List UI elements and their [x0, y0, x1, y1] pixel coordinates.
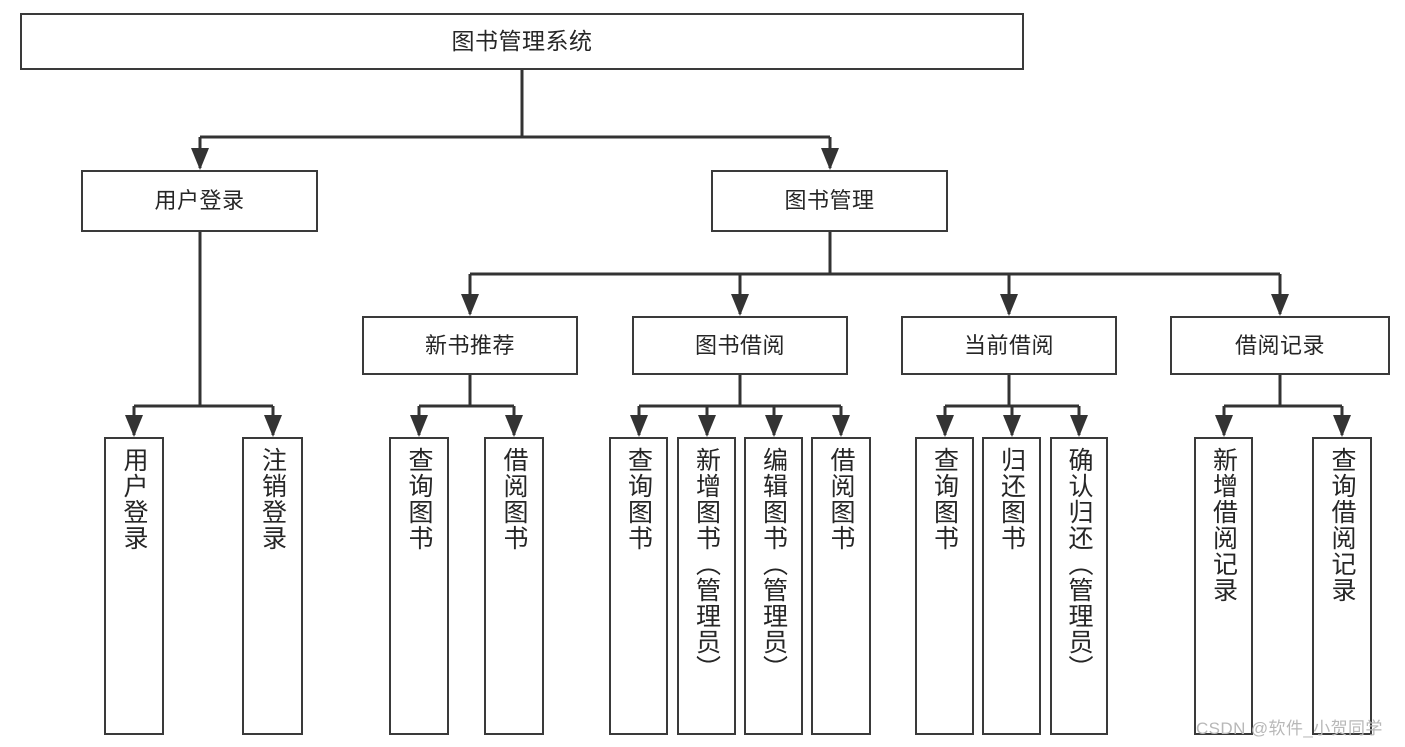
arrowhead-icon — [264, 415, 282, 437]
node-root[interactable]: 图书管理系统 — [20, 13, 1024, 70]
node-label: 用户登录 — [154, 188, 245, 214]
node-label: 图书管理系统 — [451, 27, 593, 54]
node-current-borrow[interactable]: 当前借阅 — [901, 316, 1117, 375]
arrowhead-icon — [410, 415, 428, 437]
node-label: 新书推荐 — [424, 332, 515, 358]
node-leaf-bb-query[interactable]: 查询图书 — [609, 437, 668, 735]
node-leaf-user-login[interactable]: 用户登录 — [104, 437, 164, 735]
node-leaf-bb-add[interactable]: 新增图书（管理员） — [677, 437, 736, 735]
arrowhead-icon — [731, 294, 749, 316]
node-label: 图书借阅 — [694, 332, 785, 358]
node-new-book-rec[interactable]: 新书推荐 — [362, 316, 578, 375]
node-label: 查询图书 — [405, 447, 433, 551]
node-leaf-bb-edit[interactable]: 编辑图书（管理员） — [744, 437, 803, 735]
node-label: 查询图书 — [930, 447, 959, 551]
node-label: 归还图书 — [997, 447, 1026, 551]
node-book-borrow[interactable]: 图书借阅 — [632, 316, 848, 375]
node-leaf-cb-confirm[interactable]: 确认归还（管理员） — [1050, 437, 1108, 735]
node-label: 编辑图书（管理员） — [759, 447, 788, 681]
node-label: 借阅图书 — [827, 447, 855, 551]
arrowhead-icon — [461, 294, 479, 316]
arrowhead-icon — [765, 415, 783, 437]
node-label: 借阅记录 — [1234, 332, 1325, 358]
watermark: CSDN @软件_小贺同学 — [1196, 719, 1383, 738]
node-leaf-cb-return[interactable]: 归还图书 — [982, 437, 1041, 735]
node-label: 注销登录 — [258, 447, 287, 551]
arrowhead-icon — [1271, 294, 1289, 316]
arrowhead-icon — [125, 415, 143, 437]
arrowhead-icon — [821, 148, 839, 170]
node-leaf-nb-borrow[interactable]: 借阅图书 — [484, 437, 544, 735]
node-label: 用户登录 — [120, 447, 148, 551]
node-label: 图书管理 — [784, 188, 875, 214]
node-leaf-br-query[interactable]: 查询借阅记录 — [1312, 437, 1372, 735]
arrowhead-icon — [1215, 415, 1233, 437]
arrowhead-icon — [1003, 415, 1021, 437]
node-label: 确认归还（管理员） — [1065, 447, 1093, 681]
node-leaf-cb-query[interactable]: 查询图书 — [915, 437, 974, 735]
node-label: 新增借阅记录 — [1209, 447, 1238, 603]
node-borrow-record[interactable]: 借阅记录 — [1170, 316, 1390, 375]
node-user-login[interactable]: 用户登录 — [81, 170, 318, 232]
arrowhead-icon — [1333, 415, 1351, 437]
arrowhead-icon — [1000, 294, 1018, 316]
arrowhead-icon — [505, 415, 523, 437]
node-label: 借阅图书 — [500, 447, 528, 551]
node-label: 当前借阅 — [963, 332, 1054, 358]
arrowhead-icon — [191, 148, 209, 170]
node-leaf-bb-borrow[interactable]: 借阅图书 — [811, 437, 871, 735]
node-leaf-logout[interactable]: 注销登录 — [242, 437, 303, 735]
node-label: 查询借阅记录 — [1328, 447, 1356, 603]
node-label: 新增图书（管理员） — [692, 447, 721, 681]
node-leaf-nb-query[interactable]: 查询图书 — [389, 437, 449, 735]
arrowhead-icon — [1070, 415, 1088, 437]
arrowhead-icon — [698, 415, 716, 437]
arrowhead-icon — [936, 415, 954, 437]
arrowhead-icon — [832, 415, 850, 437]
node-book-manage[interactable]: 图书管理 — [711, 170, 948, 232]
node-leaf-br-add[interactable]: 新增借阅记录 — [1194, 437, 1253, 735]
arrowhead-icon — [630, 415, 648, 437]
node-label: 查询图书 — [624, 447, 653, 551]
